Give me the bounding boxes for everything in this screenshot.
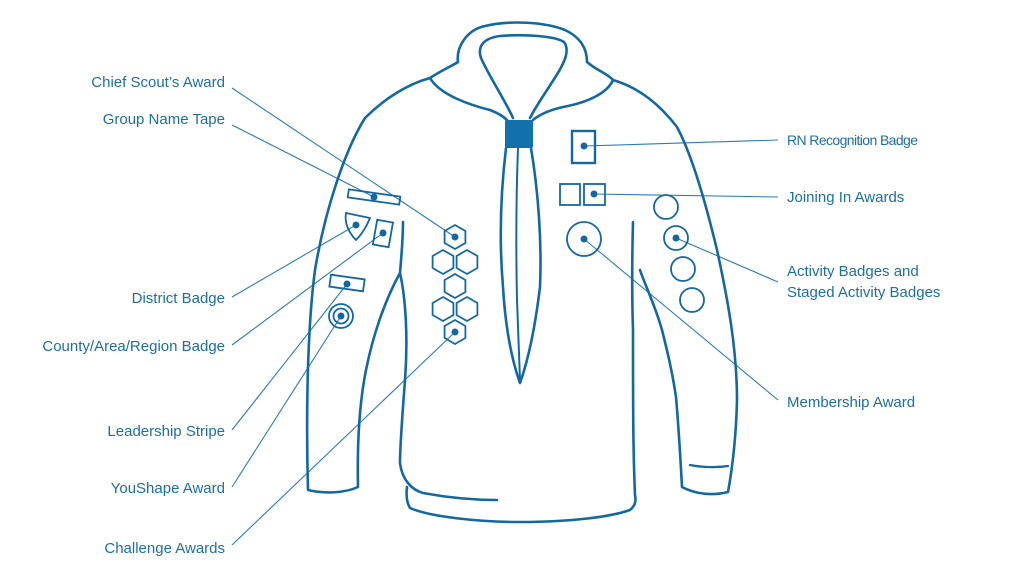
leader-activity — [675, 237, 779, 283]
leader-leadership — [231, 283, 348, 431]
district-badge — [344, 211, 372, 242]
membership-award-badge — [566, 221, 602, 257]
leader-county — [231, 232, 384, 346]
leader-challenge — [231, 331, 456, 546]
badge-dot — [451, 233, 459, 241]
badge-dot — [451, 328, 459, 336]
activity-badges — [653, 194, 705, 313]
leader-group-tape — [231, 124, 375, 198]
label-chief-scouts-award: Chief Scout’s Award — [91, 74, 225, 91]
youshape-award-badge — [328, 303, 354, 329]
leadership-stripe-badge — [328, 273, 366, 293]
label-membership-award: Membership Award — [787, 394, 916, 411]
leader-membership — [583, 238, 779, 401]
hexagon-badge — [455, 295, 479, 323]
leader-youshape — [231, 315, 342, 488]
label-activity-badges-line1: Activity Badges and — [787, 263, 919, 280]
label-group-name-tape: Group Name Tape — [102, 111, 225, 128]
hexagon-badge — [443, 318, 467, 346]
rn-recognition-badge — [570, 129, 597, 165]
label-county-badge: County/Area/Region Badge — [42, 338, 225, 355]
label-joining-in-awards: Joining In Awards — [787, 189, 905, 206]
shirt-outline — [305, 21, 739, 524]
joining-in-awards-badges — [559, 183, 606, 206]
label-rn-recognition-badge: RN Recognition Badge — [787, 132, 918, 148]
hexagon-badge — [443, 272, 467, 300]
group-name-tape-badge — [346, 188, 402, 206]
label-challenge-awards: Challenge Awards — [104, 540, 225, 557]
label-leadership-stripe: Leadership Stripe — [107, 423, 225, 440]
label-district-badge: District Badge — [131, 290, 225, 307]
hexagon-badge — [431, 248, 455, 276]
leader-rn — [583, 139, 779, 147]
county-badge — [371, 218, 395, 249]
challenge-awards-hexagons — [431, 223, 479, 346]
hexagon-badge — [455, 248, 479, 276]
leader-district — [231, 224, 357, 298]
leader-joining — [593, 193, 779, 198]
leader-lines — [231, 87, 779, 546]
label-youshape-award: YouShape Award — [110, 480, 225, 497]
hexagon-badge — [431, 295, 455, 323]
label-activity-badges-line2: Staged Activity Badges — [787, 284, 941, 301]
hexagon-badge — [443, 223, 467, 251]
woggle — [505, 120, 533, 148]
